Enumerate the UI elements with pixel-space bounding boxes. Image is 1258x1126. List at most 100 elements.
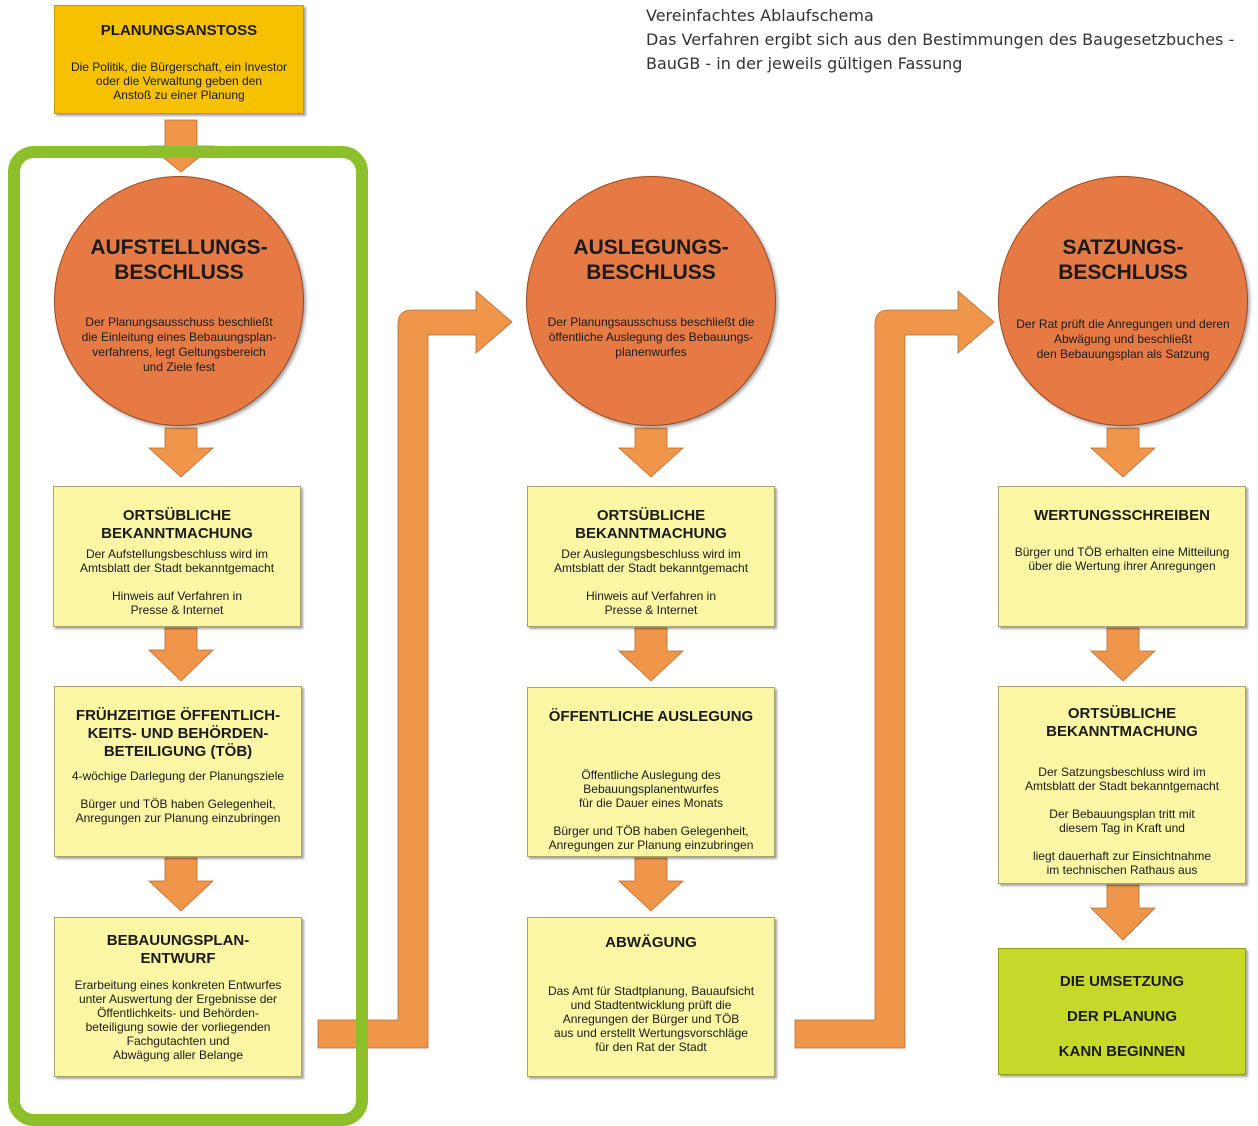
header-note-line: Vereinfachtes Ablaufschema — [646, 6, 874, 25]
box-desc-line: Erarbeitung eines konkreten Entwurfes — [74, 978, 282, 992]
circle-desc-line: Abwägung und beschließt — [1053, 332, 1193, 346]
box-title-line: WERTUNGSSCHREIBEN — [1034, 507, 1210, 524]
down-arrow-c3-1 — [1089, 427, 1157, 478]
box-desc-line: für die Dauer eines Monats — [578, 796, 724, 810]
box-desc-line: Öffentliche Auslegung des — [581, 768, 721, 782]
box-bekanntmachung-1: ORTSÜBLICHE BEKANNTMACHUNG Der Aufstellu… — [53, 486, 301, 627]
start-box: PLANUNGSANSTOSS Die Politik, die Bürgers… — [54, 5, 304, 114]
box-title-line: BEKANNTMACHUNG — [575, 525, 727, 542]
circle-desc-line: Der Planungsausschuss beschließt — [85, 315, 273, 329]
circle-desc-line: den Bebauungsplan als Satzung — [1036, 347, 1210, 361]
box-title-line: KANN BEGINNEN — [1058, 1043, 1186, 1060]
box-desc-line: 4-wöchige Darlegung der Planungsziele — [71, 769, 285, 783]
box-title-line: ÖFFENTLICHE AUSLEGUNG — [548, 708, 754, 725]
circle-desc-line: öffentliche Auslegung des Bebauungs- — [548, 330, 754, 344]
box-desc-line: Bebauungsplanentwurfes — [583, 782, 719, 796]
box-desc-line: Anregungen der Bürger und TÖB — [562, 1012, 740, 1026]
down-arrow-c3-3 — [1090, 884, 1156, 941]
circle-desc-line: Der Rat prüft die Anregungen und deren — [1016, 317, 1230, 331]
circle-desc-line: verfahrens, legt Geltungsbereich — [92, 345, 266, 359]
down-arrow-c3-2 — [1089, 627, 1157, 682]
circle-auslegungsbeschluss: AUSLEGUNGS- BESCHLUSS Der Planungsaussch… — [526, 176, 776, 426]
box-bekanntmachung-3: ORTSÜBLICHE BEKANNTMACHUNG Der Satzungsb… — [998, 686, 1246, 884]
start-desc-line: oder die Verwaltung geben den — [95, 74, 263, 88]
down-arrow-c1-3 — [147, 857, 215, 912]
box-wertungsschreiben: WERTUNGSSCHREIBEN Bürger und TÖB erhalte… — [998, 486, 1246, 627]
box-desc-line: Der Aufstellungsbeschluss wird im — [85, 547, 269, 561]
box-desc-line: Bürger und TÖB haben Gelegenheit, — [553, 824, 749, 838]
box-abwaegung: ABWÄGUNG Das Amt für Stadtplanung, Bauau… — [527, 917, 775, 1077]
box-desc-line: beteiligung sowie der vorliegenden — [85, 1020, 271, 1034]
header-note-line: Das Verfahren ergibt sich aus den Bestim… — [646, 30, 1235, 49]
down-arrow-c2-3 — [617, 857, 685, 912]
box-bebauungsplan-entwurf: BEBAUUNGSPLAN- ENTWURF Erarbeitung eines… — [54, 917, 302, 1077]
box-title-line: ORTSÜBLICHE — [596, 507, 706, 524]
box-umsetzung: DIE UMSETZUNG DER PLANUNG KANN BEGINNEN — [998, 948, 1246, 1075]
box-desc-line: im technischen Rathaus aus — [1046, 863, 1198, 877]
start-title: PLANUNGSANSTOSS — [100, 22, 258, 39]
box-title-line: BEKANNTMACHUNG — [1046, 723, 1198, 740]
circle-desc-line: Der Planungsausschuss beschließt die — [547, 315, 755, 329]
circle-desc-line: und Ziele fest — [142, 360, 216, 374]
circle-desc-line: planenwurfes — [615, 345, 687, 359]
box-desc-line: Bürger und TÖB haben Gelegenheit, — [80, 797, 276, 811]
down-arrow-c1-2 — [148, 627, 214, 682]
box-desc-line: über die Wertung ihrer Anregungen — [1028, 559, 1216, 573]
connector-arrow-2-3 — [794, 290, 995, 1049]
box-title-line: ABWÄGUNG — [605, 934, 697, 951]
circle-satzungsbeschluss: SATZUNGS- BESCHLUSS Der Rat prüft die An… — [998, 176, 1248, 426]
box-title-line: BEKANNTMACHUNG — [101, 525, 253, 542]
box-fruehzeitige-beteiligung: FRÜHZEITIGE ÖFFENTLICH- KEITS- UND BEHÖR… — [54, 686, 302, 857]
box-desc-line: Anregungen zur Planung einzubringen — [75, 811, 281, 825]
circle-title-line: BESCHLUSS — [114, 261, 244, 284]
box-title-line: KEITS- UND BEHÖRDEN- — [87, 725, 269, 742]
down-arrow-c1-1 — [147, 427, 215, 478]
down-arrow-c2-2 — [617, 627, 685, 682]
box-desc-line: Der Satzungsbeschluss wird im — [1038, 765, 1206, 779]
box-desc-line: Der Auslegungsbeschluss wird im — [561, 547, 741, 561]
box-title-line: DIE UMSETZUNG — [1059, 973, 1185, 990]
box-desc-line: diesem Tag in Kraft und — [1059, 821, 1185, 835]
box-desc-line: Amtsblatt der Stadt bekanntgemacht — [1024, 779, 1220, 793]
box-desc-line: Presse & Internet — [604, 603, 698, 617]
circle-title-line: SATZUNGS- — [1062, 236, 1184, 259]
header-note-line: BauGB - in der jeweils gültigen Fassung — [646, 54, 963, 73]
box-oeffentliche-auslegung: ÖFFENTLICHE AUSLEGUNG Öffentliche Ausleg… — [527, 687, 775, 857]
box-desc-line: Abwägung aller Belange — [112, 1048, 244, 1062]
box-desc-line: Bürger und TÖB erhalten eine Mitteilung — [1014, 545, 1230, 559]
box-desc-line: Öffentlichkeits- und Behörden- — [97, 1006, 259, 1020]
box-desc-line: Amtsblatt der Stadt bekanntgemacht — [553, 561, 749, 575]
box-desc-line: Hinweis auf Verfahren in — [111, 589, 243, 603]
box-desc-line: und Stadtentwicklung prüft die — [570, 998, 732, 1012]
box-title-line: BEBAUUNGSPLAN- — [106, 932, 250, 949]
box-bekanntmachung-2: ORTSÜBLICHE BEKANNTMACHUNG Der Auslegung… — [527, 486, 775, 627]
down-arrow-c2-1 — [617, 427, 685, 478]
box-title-line: ENTWURF — [140, 950, 216, 967]
connector-arrow-1-2 — [317, 290, 513, 1049]
box-title-line: BETEILIGUNG (TÖB) — [103, 743, 253, 760]
phase-one-frame — [8, 146, 368, 1126]
box-desc-line: für den Rat der Stadt — [595, 1040, 707, 1054]
box-desc-line: Hinweis auf Verfahren in — [585, 589, 717, 603]
box-desc-line: Presse & Internet — [130, 603, 224, 617]
circle-title-line: BESCHLUSS — [586, 261, 716, 284]
circle-desc-line: die Einleitung eines Bebauungsplan- — [81, 330, 277, 344]
header-note: Vereinfachtes Ablaufschema Das Verfahren… — [646, 4, 1234, 76]
circle-title-line: AUFSTELLUNGS- — [90, 236, 268, 259]
box-title-line: DER PLANUNG — [1066, 1008, 1177, 1025]
start-desc-line: Anstoß zu einer Planung — [113, 88, 245, 102]
box-desc-line: Fachgutachten und — [126, 1034, 230, 1048]
box-desc-line: Der Bebauungsplan tritt mit — [1049, 807, 1195, 821]
box-desc-line: Das Amt für Stadtplanung, Bauaufsicht — [547, 984, 755, 998]
box-desc-line: Anregungen zur Planung einzubringen — [548, 838, 754, 852]
circle-title-line: BESCHLUSS — [1058, 261, 1188, 284]
box-title-line: FRÜHZEITIGE ÖFFENTLICH- — [75, 707, 281, 724]
start-desc-line: Die Politik, die Bürgerschaft, ein Inves… — [70, 60, 288, 74]
box-title-line: ORTSÜBLICHE — [122, 507, 232, 524]
box-desc-line: unter Auswertung der Ergebnisse der — [78, 992, 278, 1006]
box-desc-line: Amtsblatt der Stadt bekanntgemacht — [79, 561, 275, 575]
box-desc-line: liegt dauerhaft zur Einsichtnahme — [1032, 849, 1212, 863]
circle-title-line: AUSLEGUNGS- — [573, 236, 729, 259]
box-desc-line: aus und erstellt Wertungsvorschläge — [554, 1026, 748, 1040]
